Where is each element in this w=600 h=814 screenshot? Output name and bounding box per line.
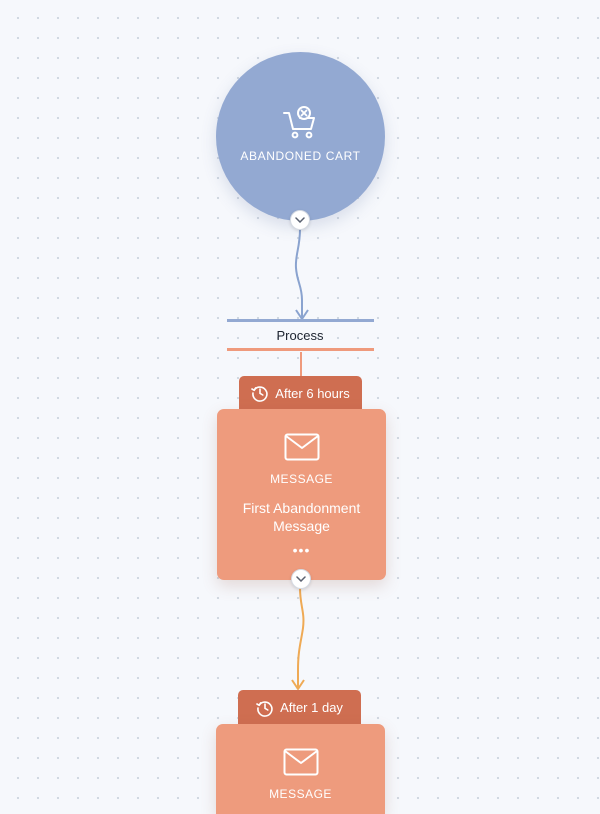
step1-delay-label: After 6 hours (275, 385, 350, 401)
step1-expand-toggle[interactable] (291, 569, 311, 589)
connector-step1-to-step2 (297, 587, 305, 688)
connector-trigger-to-process (294, 228, 303, 318)
step1-message-card[interactable]: MESSAGE First Abandonment Message ••• (217, 409, 386, 580)
process-bottom-bar (227, 348, 374, 351)
cart-remove-icon (282, 106, 315, 139)
chevron-down-icon (295, 217, 305, 223)
step1-title: First Abandonment Message (242, 500, 361, 534)
step1-type-label: MESSAGE (270, 472, 333, 486)
step2-type-label: MESSAGE (269, 787, 332, 801)
step2-message-card[interactable]: MESSAGE (216, 724, 385, 814)
trigger-expand-toggle[interactable] (290, 210, 310, 230)
envelope-icon (284, 433, 319, 461)
trigger-label: ABANDONED CART (240, 149, 361, 163)
trigger-node-abandoned-cart[interactable]: ABANDONED CART (216, 52, 385, 221)
history-clock-icon (251, 386, 268, 402)
step2-delay-header[interactable]: After 1 day (238, 690, 361, 725)
connector-step1-arrowhead (291, 679, 305, 690)
step2-delay-label: After 1 day (280, 700, 343, 715)
chevron-down-icon (296, 576, 306, 582)
process-top-bar (227, 319, 374, 322)
envelope-icon (283, 748, 318, 776)
step1-delay-header[interactable]: After 6 hours (239, 376, 362, 410)
history-clock-icon (256, 700, 273, 717)
process-label[interactable]: Process (276, 328, 324, 343)
step1-more-options[interactable]: ••• (292, 542, 311, 558)
